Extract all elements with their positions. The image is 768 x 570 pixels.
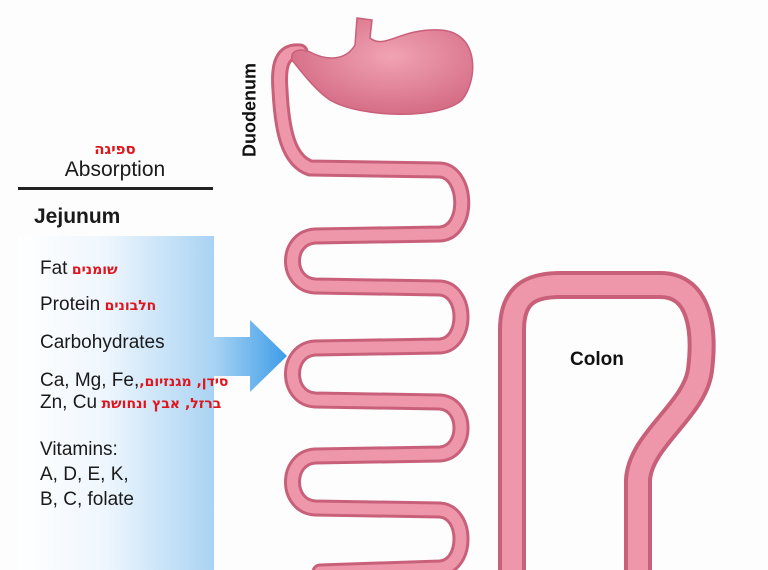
nutrient-carbohydrates: Carbohydrates: [40, 332, 165, 353]
nutrient-fat: Fat שומנים: [40, 258, 118, 280]
stomach: [291, 17, 474, 115]
nutrient-minerals: Ca, Mg, Fe,סידן, מגנזיום, Zn, Cu ברזל, א…: [40, 370, 228, 414]
colon: [498, 271, 716, 570]
vitamins-line: A, D, E, K,: [40, 464, 129, 485]
jejunum-heading: Jejunum: [34, 205, 121, 228]
duodenum-label: Duodenum: [239, 63, 260, 157]
vitamins-line: B, C, folate: [40, 489, 134, 510]
vitamins-line: Vitamins:: [40, 439, 118, 460]
absorption-title: Absorption: [64, 158, 166, 181]
absorption-title-hebrew: ספיגה: [94, 140, 136, 158]
nutrient-hebrew: שומנים: [71, 262, 118, 278]
absorption-gradient-panel: [18, 236, 214, 570]
nutrient-vitamins: Vitamins: A, D, E, K, B, C, folate: [40, 437, 134, 512]
nutrient-hebrew: ברזל, אבץ ונחושת: [101, 396, 222, 412]
heading-divider: [18, 187, 213, 190]
nutrient-hebrew: סידן, מגנזיום,: [139, 374, 229, 390]
small-intestine: [271, 43, 471, 570]
nutrient-protein: Protein חלבונים: [40, 294, 156, 316]
colon-label: Colon: [570, 349, 624, 370]
nutrient-english: Protein: [40, 294, 101, 315]
absorption-arrow: [214, 320, 287, 392]
nutrient-english: Fat: [40, 258, 68, 279]
nutrient-hebrew: חלבונים: [104, 298, 157, 314]
nutrient-english: Ca, Mg, Fe,: [40, 370, 140, 391]
nutrient-english: Zn, Cu: [40, 392, 98, 413]
